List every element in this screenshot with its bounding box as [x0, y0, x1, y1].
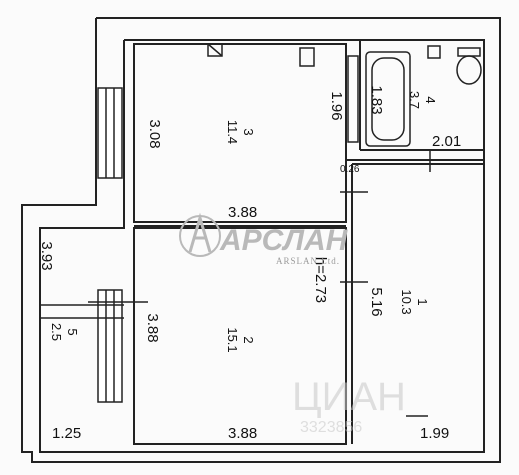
dim-room2-height: 3.88 — [144, 313, 161, 342]
logo-sub: ARSLAN Ltd. — [276, 256, 340, 266]
room5-area: 2.5 — [49, 323, 64, 341]
dim-196: 1.96 — [328, 91, 345, 120]
room3-area: 11.4 — [225, 120, 240, 144]
watermark: ЦИАН 3323856 — [292, 375, 406, 436]
dim-bath-width: 2.01 — [432, 133, 461, 150]
dim-corridor-length: 5.16 — [368, 287, 385, 316]
interior-walls — [133, 40, 484, 445]
room2-number: 2 — [241, 336, 256, 343]
room1-number: 1 — [415, 298, 430, 305]
room-labels: 3 11.4 4 3.7 5 2.5 2 15.1 1 10.3 — [49, 91, 438, 353]
room3-number: 3 — [241, 128, 256, 135]
room4-area: 3.7 — [407, 91, 422, 109]
dim-room3-height: 3.08 — [146, 119, 163, 148]
room4-number: 4 — [423, 96, 438, 103]
dim-balcony-width: 1.25 — [52, 425, 81, 442]
watermark-number: 3323856 — [300, 419, 362, 436]
bath-fixtures — [207, 43, 482, 172]
door-markers — [88, 191, 428, 417]
dim-balcony-height: 3.93 — [38, 241, 55, 270]
windows — [40, 87, 124, 403]
dim-room3-width: 3.88 — [228, 204, 257, 221]
dim-026: 0.26 — [340, 164, 360, 175]
company-logo: АРСЛАН ARSLAN Ltd. — [179, 212, 349, 266]
dim-bath-183: 1.83 — [368, 85, 385, 114]
dim-room2-bottom: 3.88 — [228, 425, 257, 442]
outer-walls — [21, 17, 501, 463]
logo-name: АРСЛАН — [219, 224, 349, 257]
room1-area: 10.3 — [399, 289, 414, 314]
room5-number: 5 — [65, 328, 80, 335]
room2-area: 15.1 — [225, 327, 240, 352]
ceiling-height: h=2.73 — [312, 257, 329, 303]
dimension-labels: 3.88 3.08 1.96 1.83 2.01 0.26 3.88 3.88 … — [38, 85, 461, 442]
watermark-text: ЦИАН — [292, 375, 406, 419]
dim-corridor-width: 1.99 — [420, 425, 449, 442]
